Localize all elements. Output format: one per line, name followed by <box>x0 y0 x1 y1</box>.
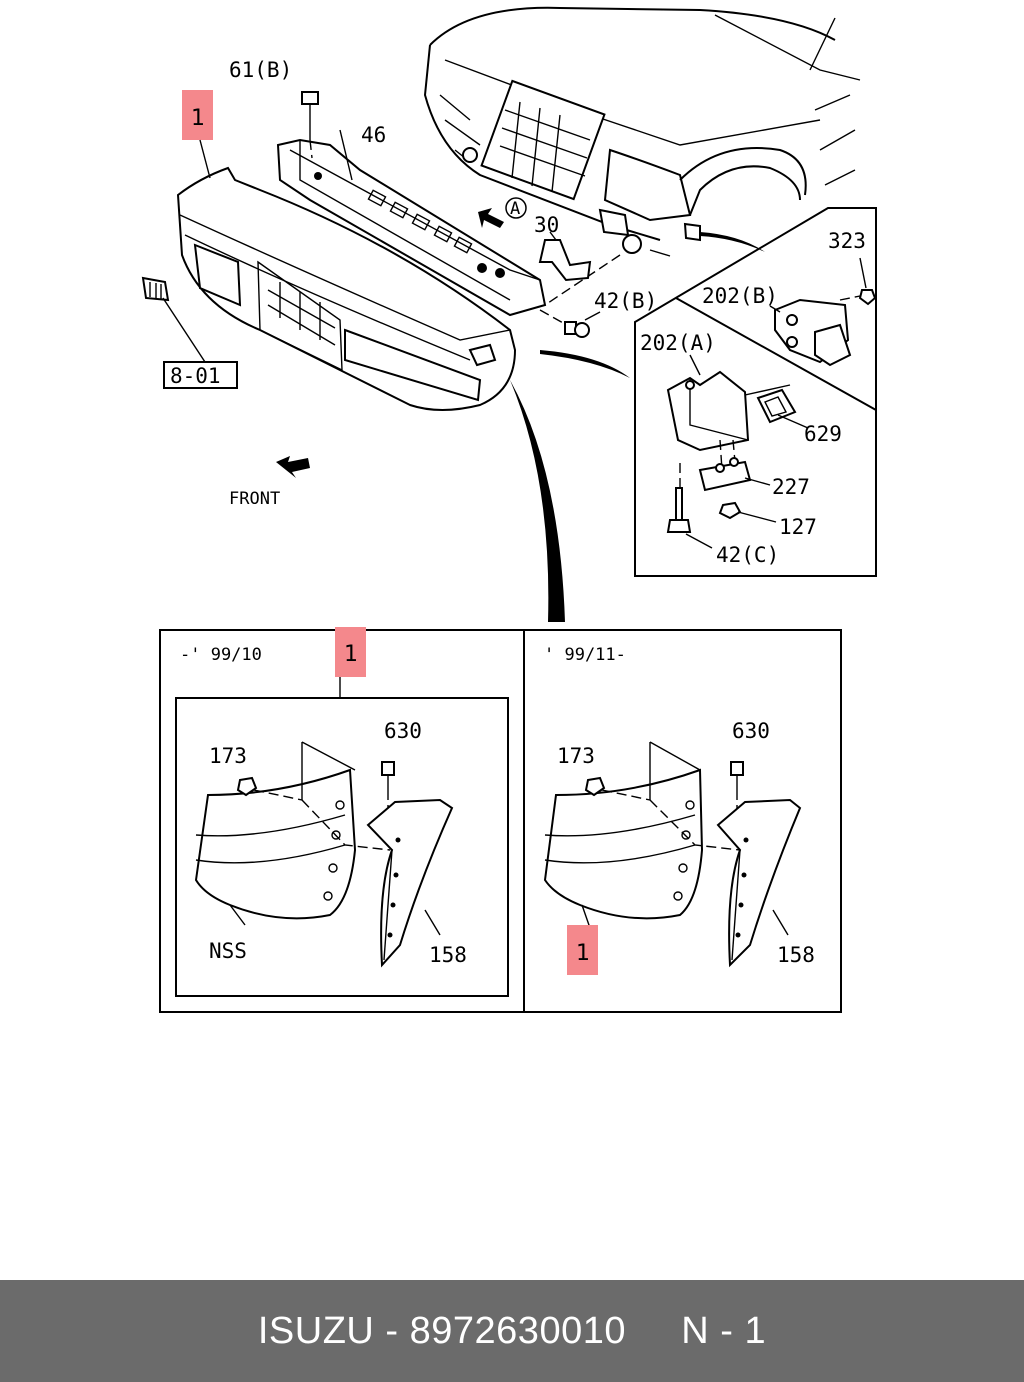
label-202b: 202(B) <box>702 284 778 308</box>
label-1-top: 1 <box>191 106 205 131</box>
leader-46 <box>339 129 353 181</box>
front-arrow-icon <box>276 456 310 478</box>
label-61b: 61(B) <box>229 58 292 82</box>
direction-arrow-a <box>478 197 527 228</box>
variant-panel-left <box>159 629 525 1013</box>
leader-curve-top <box>700 232 765 252</box>
label-46: 46 <box>361 123 386 147</box>
label-42b: 42(B) <box>594 289 657 313</box>
label-right-158: 158 <box>777 943 815 967</box>
label-front: FRONT <box>229 489 280 509</box>
label-right-period: ' 99/11- <box>544 645 626 665</box>
label-42c: 42(C) <box>716 543 779 567</box>
highlight-callout-1-right <box>567 925 598 975</box>
label-left-nss: NSS <box>209 939 247 963</box>
reinforcement-46-drawing <box>276 138 547 317</box>
footer-brand: ISUZU <box>257 1309 375 1352</box>
label-right-173: 173 <box>557 744 595 768</box>
footer-bar: ISUZU - 8972630010 N - 1 <box>0 1280 1024 1382</box>
label-left-158: 158 <box>429 943 467 967</box>
parts-diagram: 1 61(B) 46 30 A 42(B) 8-01 FRONT 323 202… <box>141 6 877 1013</box>
label-left-173: 173 <box>209 744 247 768</box>
leader-curve-mid <box>540 350 630 378</box>
bolt-42b-drawing <box>539 309 590 338</box>
label-8-01: 8-01 <box>170 364 221 388</box>
label-629: 629 <box>804 422 842 446</box>
label-left-630: 630 <box>384 719 422 743</box>
front-bumper-drawing <box>176 166 517 411</box>
label-left-1: 1 <box>344 642 358 667</box>
clip-8-01-drawing <box>141 276 206 363</box>
label-127: 127 <box>779 515 817 539</box>
label-202a: 202(A) <box>640 331 716 355</box>
label-left-period: -' 99/10 <box>180 645 262 665</box>
highlight-callout-1-left <box>335 627 366 677</box>
label-circle-a: A <box>510 199 520 219</box>
label-323: 323 <box>828 229 866 253</box>
ref-box-8-01 <box>163 361 238 389</box>
highlight-callout-1-top <box>182 90 213 140</box>
label-right-1: 1 <box>576 941 590 966</box>
variant-panel-right <box>523 629 842 1013</box>
label-right-630: 630 <box>732 719 770 743</box>
detail-box <box>634 207 877 577</box>
label-30: 30 <box>534 213 559 237</box>
label-227: 227 <box>772 475 810 499</box>
vehicle-front-drawing <box>423 6 861 306</box>
footer-text: ISUZU - 8972630010 N - 1 <box>257 1309 767 1352</box>
leader-30 <box>549 231 557 241</box>
leader-42b <box>584 311 601 321</box>
footer-page: N - 1 <box>681 1309 767 1352</box>
footer-part-number: 8972630010 <box>409 1309 626 1352</box>
bracket-30-drawing <box>538 239 592 282</box>
leader-curve-down <box>510 380 565 622</box>
leader-1-top <box>199 139 211 179</box>
bolt-61b-drawing <box>301 91 319 159</box>
